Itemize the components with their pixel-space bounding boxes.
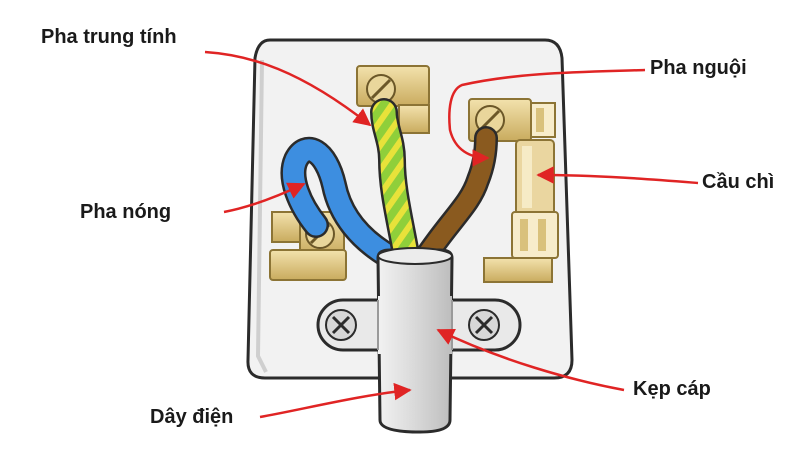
fuse (511, 139, 559, 259)
label-hot: Pha nóng (80, 201, 172, 223)
arrow-cable (259, 382, 412, 419)
label-cold: Pha nguội (650, 57, 747, 79)
label-clamp: Kẹp cáp (633, 378, 711, 400)
arrow-fuse (536, 166, 699, 185)
label-fuse: Cầu chì (702, 171, 775, 193)
arrow-neutral (204, 50, 372, 127)
arrow-cold (448, 68, 646, 167)
earth-bar (483, 257, 553, 283)
label-neutral: Pha trung tính (41, 26, 177, 48)
arrow-clamp (436, 328, 625, 392)
label-cable: Dây điện (150, 406, 234, 428)
cable-clamp (316, 296, 522, 354)
callout-arrows (204, 50, 699, 419)
arrow-hot (223, 182, 306, 214)
